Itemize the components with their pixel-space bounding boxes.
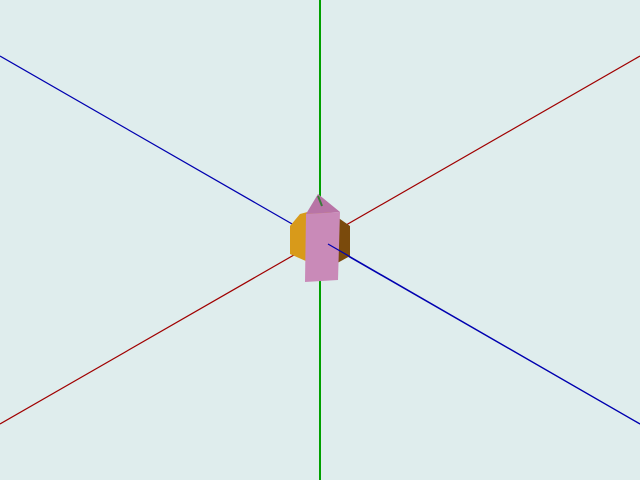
tri-prism-front-face [305,212,340,282]
tri-prism-edge [317,195,323,207]
z-axis-line-foreground [327,243,640,425]
triangular-prism[interactable] [305,194,340,282]
tri-prism-top-face [306,194,340,214]
